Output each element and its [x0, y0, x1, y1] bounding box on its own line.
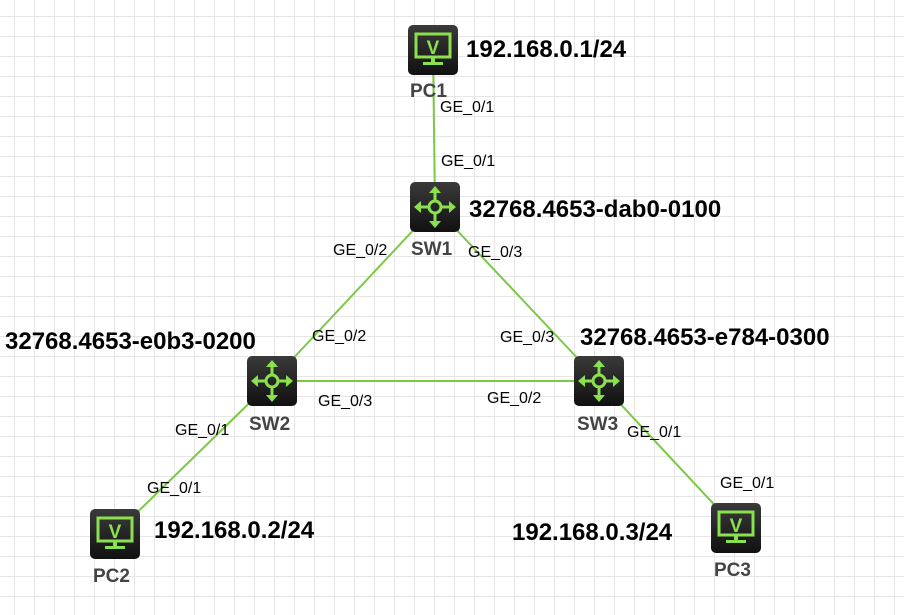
switch-arrows-icon [414, 186, 456, 228]
link-sw1-sw2 [271, 206, 436, 382]
port-label: GE_0/1 [147, 480, 202, 497]
sw3-bridge-id: 32768.4653-e784-0300 [580, 324, 830, 351]
pc-monitor-icon: V [717, 510, 755, 543]
pc2-ip: 192.168.0.2/24 [154, 517, 315, 544]
port-label: GE_0/1 [627, 424, 682, 441]
port-label: GE_0/1 [175, 422, 230, 439]
sw1-node[interactable] [410, 182, 460, 232]
sw2-bridge-id: 32768.4653-e0b3-0200 [5, 328, 256, 355]
port-label: GE_0/1 [440, 99, 495, 116]
port-label: GE_0/3 [468, 244, 523, 261]
pc2-node[interactable]: V [90, 509, 140, 559]
pc1-node[interactable]: V [408, 25, 458, 75]
svg-text:V: V [427, 38, 440, 59]
port-label: GE_0/1 [441, 153, 496, 170]
switch-arrows-icon [578, 360, 620, 402]
link-sw1-sw3 [434, 206, 600, 382]
switch-arrows-icon [251, 360, 293, 402]
sw1-name: SW1 [411, 239, 453, 260]
pc2-name: PC2 [93, 566, 130, 587]
port-label: GE_0/3 [500, 329, 555, 346]
port-label: GE_0/1 [720, 475, 775, 492]
pc3-node[interactable]: V [711, 503, 761, 553]
pc-monitor-icon: V [414, 32, 452, 65]
link-sw2-pc2 [114, 380, 273, 535]
pc1-name: PC1 [410, 81, 447, 102]
link-pc1-sw1 [432, 49, 436, 208]
pc3-name: PC3 [714, 560, 751, 581]
port-label: GE_0/2 [312, 328, 367, 345]
pc-monitor-icon: V [96, 516, 134, 549]
sw2-name: SW2 [249, 414, 291, 435]
sw1-bridge-id: 32768.4653-dab0-0100 [469, 196, 722, 223]
pc3-ip: 192.168.0.3/24 [512, 519, 673, 546]
sw3-name: SW3 [577, 414, 619, 435]
port-label: GE_0/3 [318, 393, 373, 410]
svg-text:V: V [730, 516, 743, 537]
sw2-node[interactable] [247, 356, 297, 406]
svg-text:V: V [109, 522, 122, 543]
pc1-ip: 192.168.0.1/24 [466, 36, 627, 63]
port-label: GE_0/2 [333, 242, 388, 259]
port-label: GE_0/2 [487, 390, 542, 407]
sw3-node[interactable] [574, 356, 624, 406]
